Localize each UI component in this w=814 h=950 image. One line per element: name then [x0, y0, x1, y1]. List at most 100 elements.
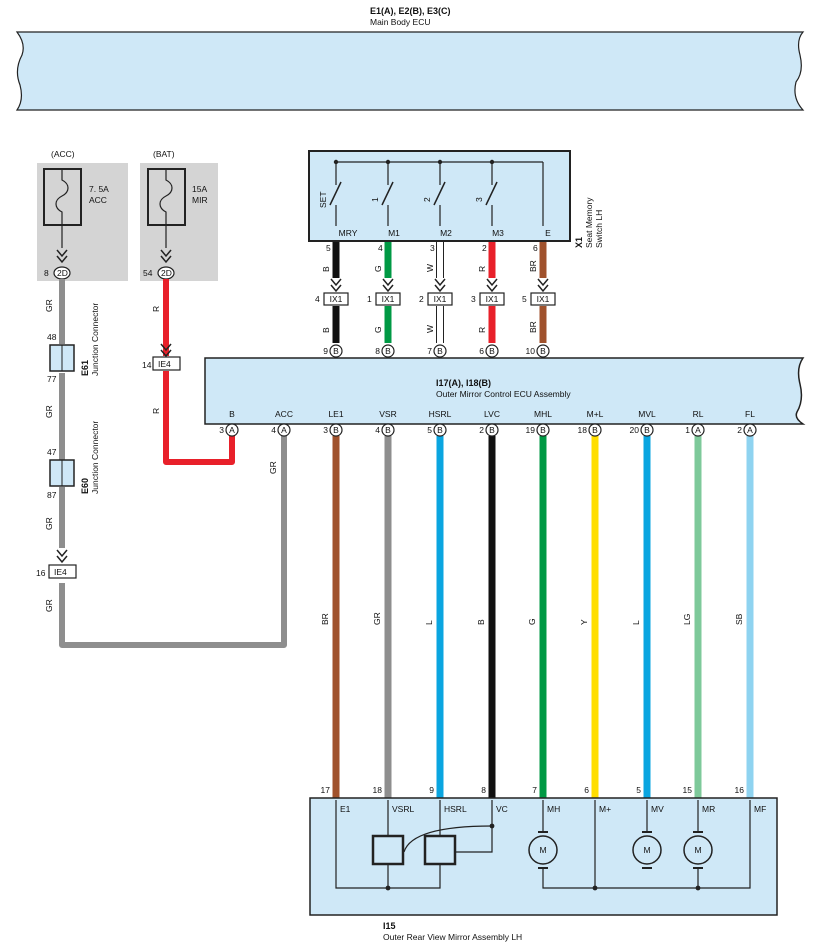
ecu-pin: 4 — [271, 425, 276, 435]
mirror-pin: 16 — [735, 785, 745, 795]
mirror-sensor-ground — [387, 864, 441, 889]
switch-wire-color-lower: R — [477, 327, 487, 333]
ix1-chevron — [537, 278, 549, 293]
ecu-bottom-connector — [277, 423, 291, 437]
ix1-chevron — [382, 278, 394, 293]
jc-e61-name: Junction Connector — [90, 303, 100, 376]
ix1-box — [479, 292, 505, 306]
mirror-vc-line — [456, 800, 493, 853]
ix1-pin: 3 — [471, 294, 476, 304]
ecu-top-connector — [485, 344, 499, 358]
switch-wire-color: BR — [528, 260, 538, 272]
fuse-acc-icon — [55, 170, 69, 248]
fuse-acc-name: ACC — [89, 195, 107, 205]
ecu-top-pin: 9 — [323, 346, 328, 356]
switch-wire-color-lower: G — [373, 326, 383, 333]
fuse-bat-chevron — [160, 249, 172, 264]
ecu-top-conn-label: B — [540, 346, 546, 356]
mirror-terminal-label: MH — [547, 804, 560, 814]
switch-junction-dot — [385, 159, 391, 165]
mirror-pin: 17 — [321, 785, 331, 795]
motor-label: M — [643, 845, 650, 855]
mirror-terminal-label: HSRL — [444, 804, 467, 814]
ix1-chevron — [330, 278, 342, 293]
switch-pin: 5 — [326, 243, 331, 253]
switch-button-label: 1 — [370, 197, 380, 202]
wire-gr-label-3: GR — [44, 517, 54, 530]
ecu-bottom-conn-label: A — [747, 425, 753, 435]
mirror-pin: 5 — [636, 785, 641, 795]
ecu-terminal-label: VSR — [379, 409, 396, 419]
fuse-acc-rating: 7. 5A — [89, 184, 109, 194]
ecu-bottom-conn-label: A — [695, 425, 701, 435]
ecu-terminal-label: FL — [745, 409, 755, 419]
jc-e61-code: E61 — [80, 360, 90, 376]
ie4-right-pin: 14 — [142, 360, 152, 370]
ecu-terminal-label: M+L — [587, 409, 604, 419]
harness-wire-color: BR — [320, 613, 330, 625]
harness-wire-color: LG — [682, 614, 692, 625]
fuse-bat-source: (BAT) — [153, 149, 175, 159]
ecu-bottom-connector — [588, 423, 602, 437]
ix1-pin: 4 — [315, 294, 320, 304]
ecu-top-pin: 8 — [375, 346, 380, 356]
ecu-bottom-connector — [691, 423, 705, 437]
switch-wire-color: G — [373, 265, 383, 272]
junction-dot — [695, 885, 701, 891]
ecu-bottom-connector — [433, 423, 447, 437]
motor-icon — [528, 835, 558, 865]
ie4-right-chevron — [160, 343, 172, 358]
mirror-sensor-horizontal — [423, 834, 457, 866]
ix1-pin: 1 — [367, 294, 372, 304]
ecu-top-conn-label: B — [489, 346, 495, 356]
ecu-pin: 2 — [479, 425, 484, 435]
switch-terminal-label: M2 — [440, 228, 452, 238]
ie4-left-label: IE4 — [54, 567, 67, 577]
ecu-top-connector — [329, 344, 343, 358]
mirror-e1-line — [335, 800, 388, 889]
switch-wire-color-lower: BR — [528, 321, 538, 333]
junction-dot — [489, 823, 495, 829]
ecu-terminal-label: HSRL — [429, 409, 452, 419]
ix1-box — [375, 292, 401, 306]
junction-dot — [385, 885, 391, 891]
ix1-label: IX1 — [330, 294, 343, 304]
mirror-terminal-label: MR — [702, 804, 715, 814]
switch-pin: 2 — [482, 243, 487, 253]
mirror-code: I15 — [383, 921, 396, 931]
ix1-box — [427, 292, 453, 306]
ecu-pin: 1 — [685, 425, 690, 435]
ecu-bottom-connector — [743, 423, 757, 437]
ecu-bottom-conn-label: B — [385, 425, 391, 435]
switch-pin: 6 — [533, 243, 538, 253]
switch-button-label: 2 — [422, 197, 432, 202]
ecu-top-connector — [433, 344, 447, 358]
mirror-terminal-label: MV — [651, 804, 664, 814]
ix1-pin: 2 — [419, 294, 424, 304]
wire-gr-label-1: GR — [44, 299, 54, 312]
mirror-terminal-label: VC — [496, 804, 508, 814]
switch-wire-color-lower: B — [321, 327, 331, 333]
ecu-top-conn-label: B — [437, 346, 443, 356]
mirror-mf-line — [698, 800, 751, 889]
switch-junction-dot — [437, 159, 443, 165]
wire-r-label-1: R — [151, 306, 161, 312]
ix1-box — [530, 292, 556, 306]
ecu-box — [204, 357, 806, 425]
switch-blade-2 — [381, 181, 394, 206]
switch-junction-dot — [333, 159, 339, 165]
wire-gr-label-4: GR — [44, 599, 54, 612]
ie4-right-box — [152, 356, 181, 371]
ix1-chevron — [486, 278, 498, 293]
ecu-name: Outer Mirror Control ECU Assembly — [436, 389, 571, 399]
ecu-terminal-label: RL — [693, 409, 704, 419]
jc-e60-code: E60 — [80, 478, 90, 494]
main-body-ecu-name: Main Body ECU — [370, 17, 430, 27]
harness-wire-color: B — [476, 619, 486, 625]
ecu-bottom-conn-label: B — [592, 425, 598, 435]
fuse-acc-conn-label: 2D — [57, 268, 68, 278]
ecu-pin: 3 — [323, 425, 328, 435]
switch-wire-color: B — [321, 266, 331, 272]
